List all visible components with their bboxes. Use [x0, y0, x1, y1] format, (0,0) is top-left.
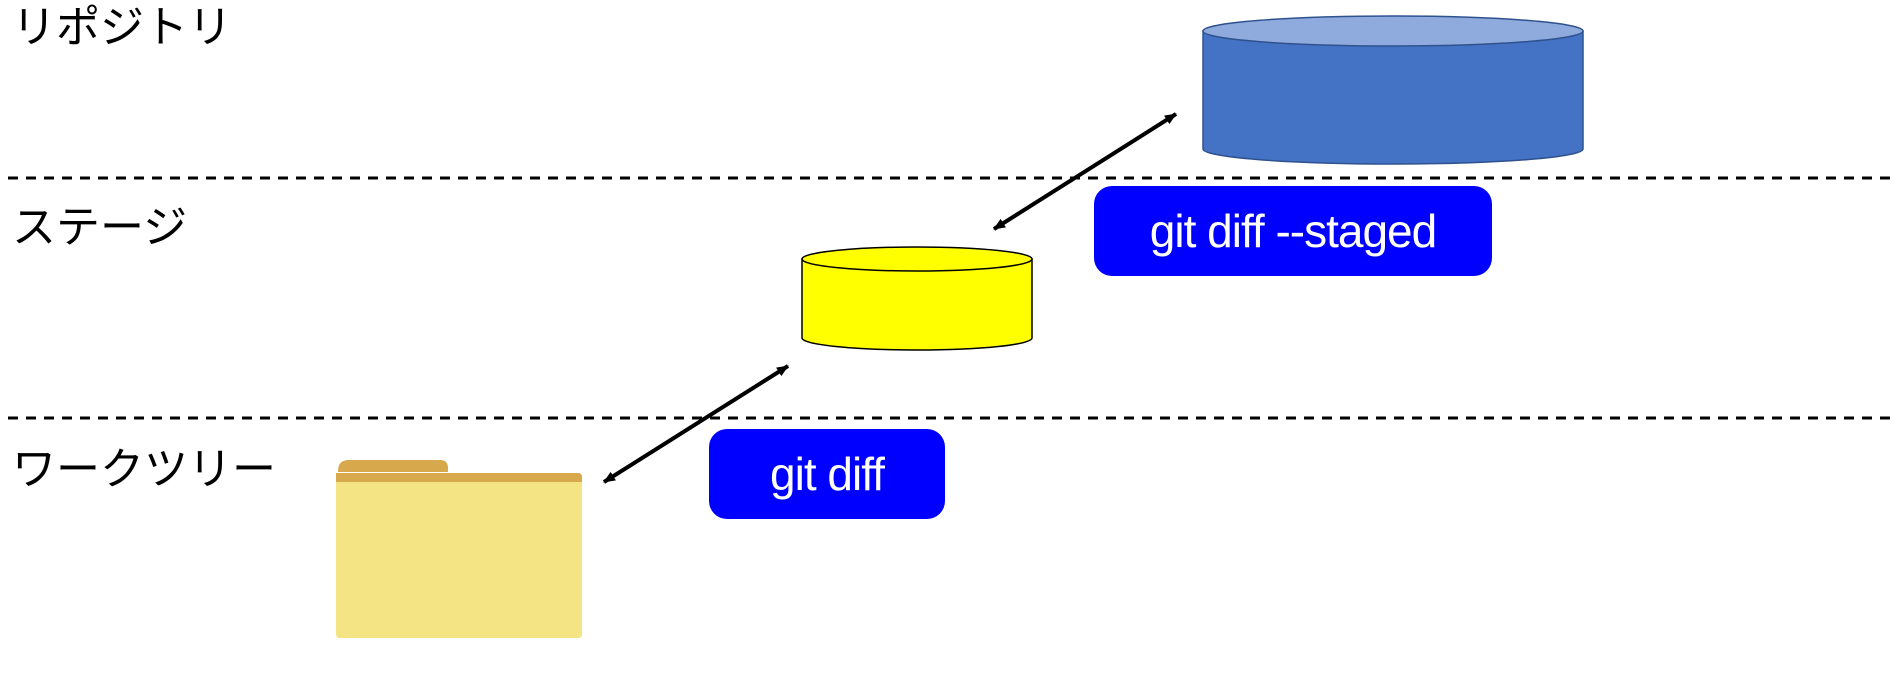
- folder-icon: [336, 460, 582, 638]
- git-diff-staged-badge: git diff --staged: [1094, 186, 1492, 276]
- git-diff-badge: git diff: [709, 429, 945, 519]
- arrow-stage-repo: [992, 112, 1178, 231]
- layer-label-stage: ステージ: [12, 202, 188, 253]
- layer-label-repository: リポジトリ: [12, 2, 232, 53]
- repository-cylinder-icon: [1202, 15, 1584, 165]
- arrow-work-stage: [602, 364, 790, 484]
- stage-cylinder-icon: [801, 246, 1033, 351]
- layer-label-working-tree: ワークツリー: [12, 444, 276, 495]
